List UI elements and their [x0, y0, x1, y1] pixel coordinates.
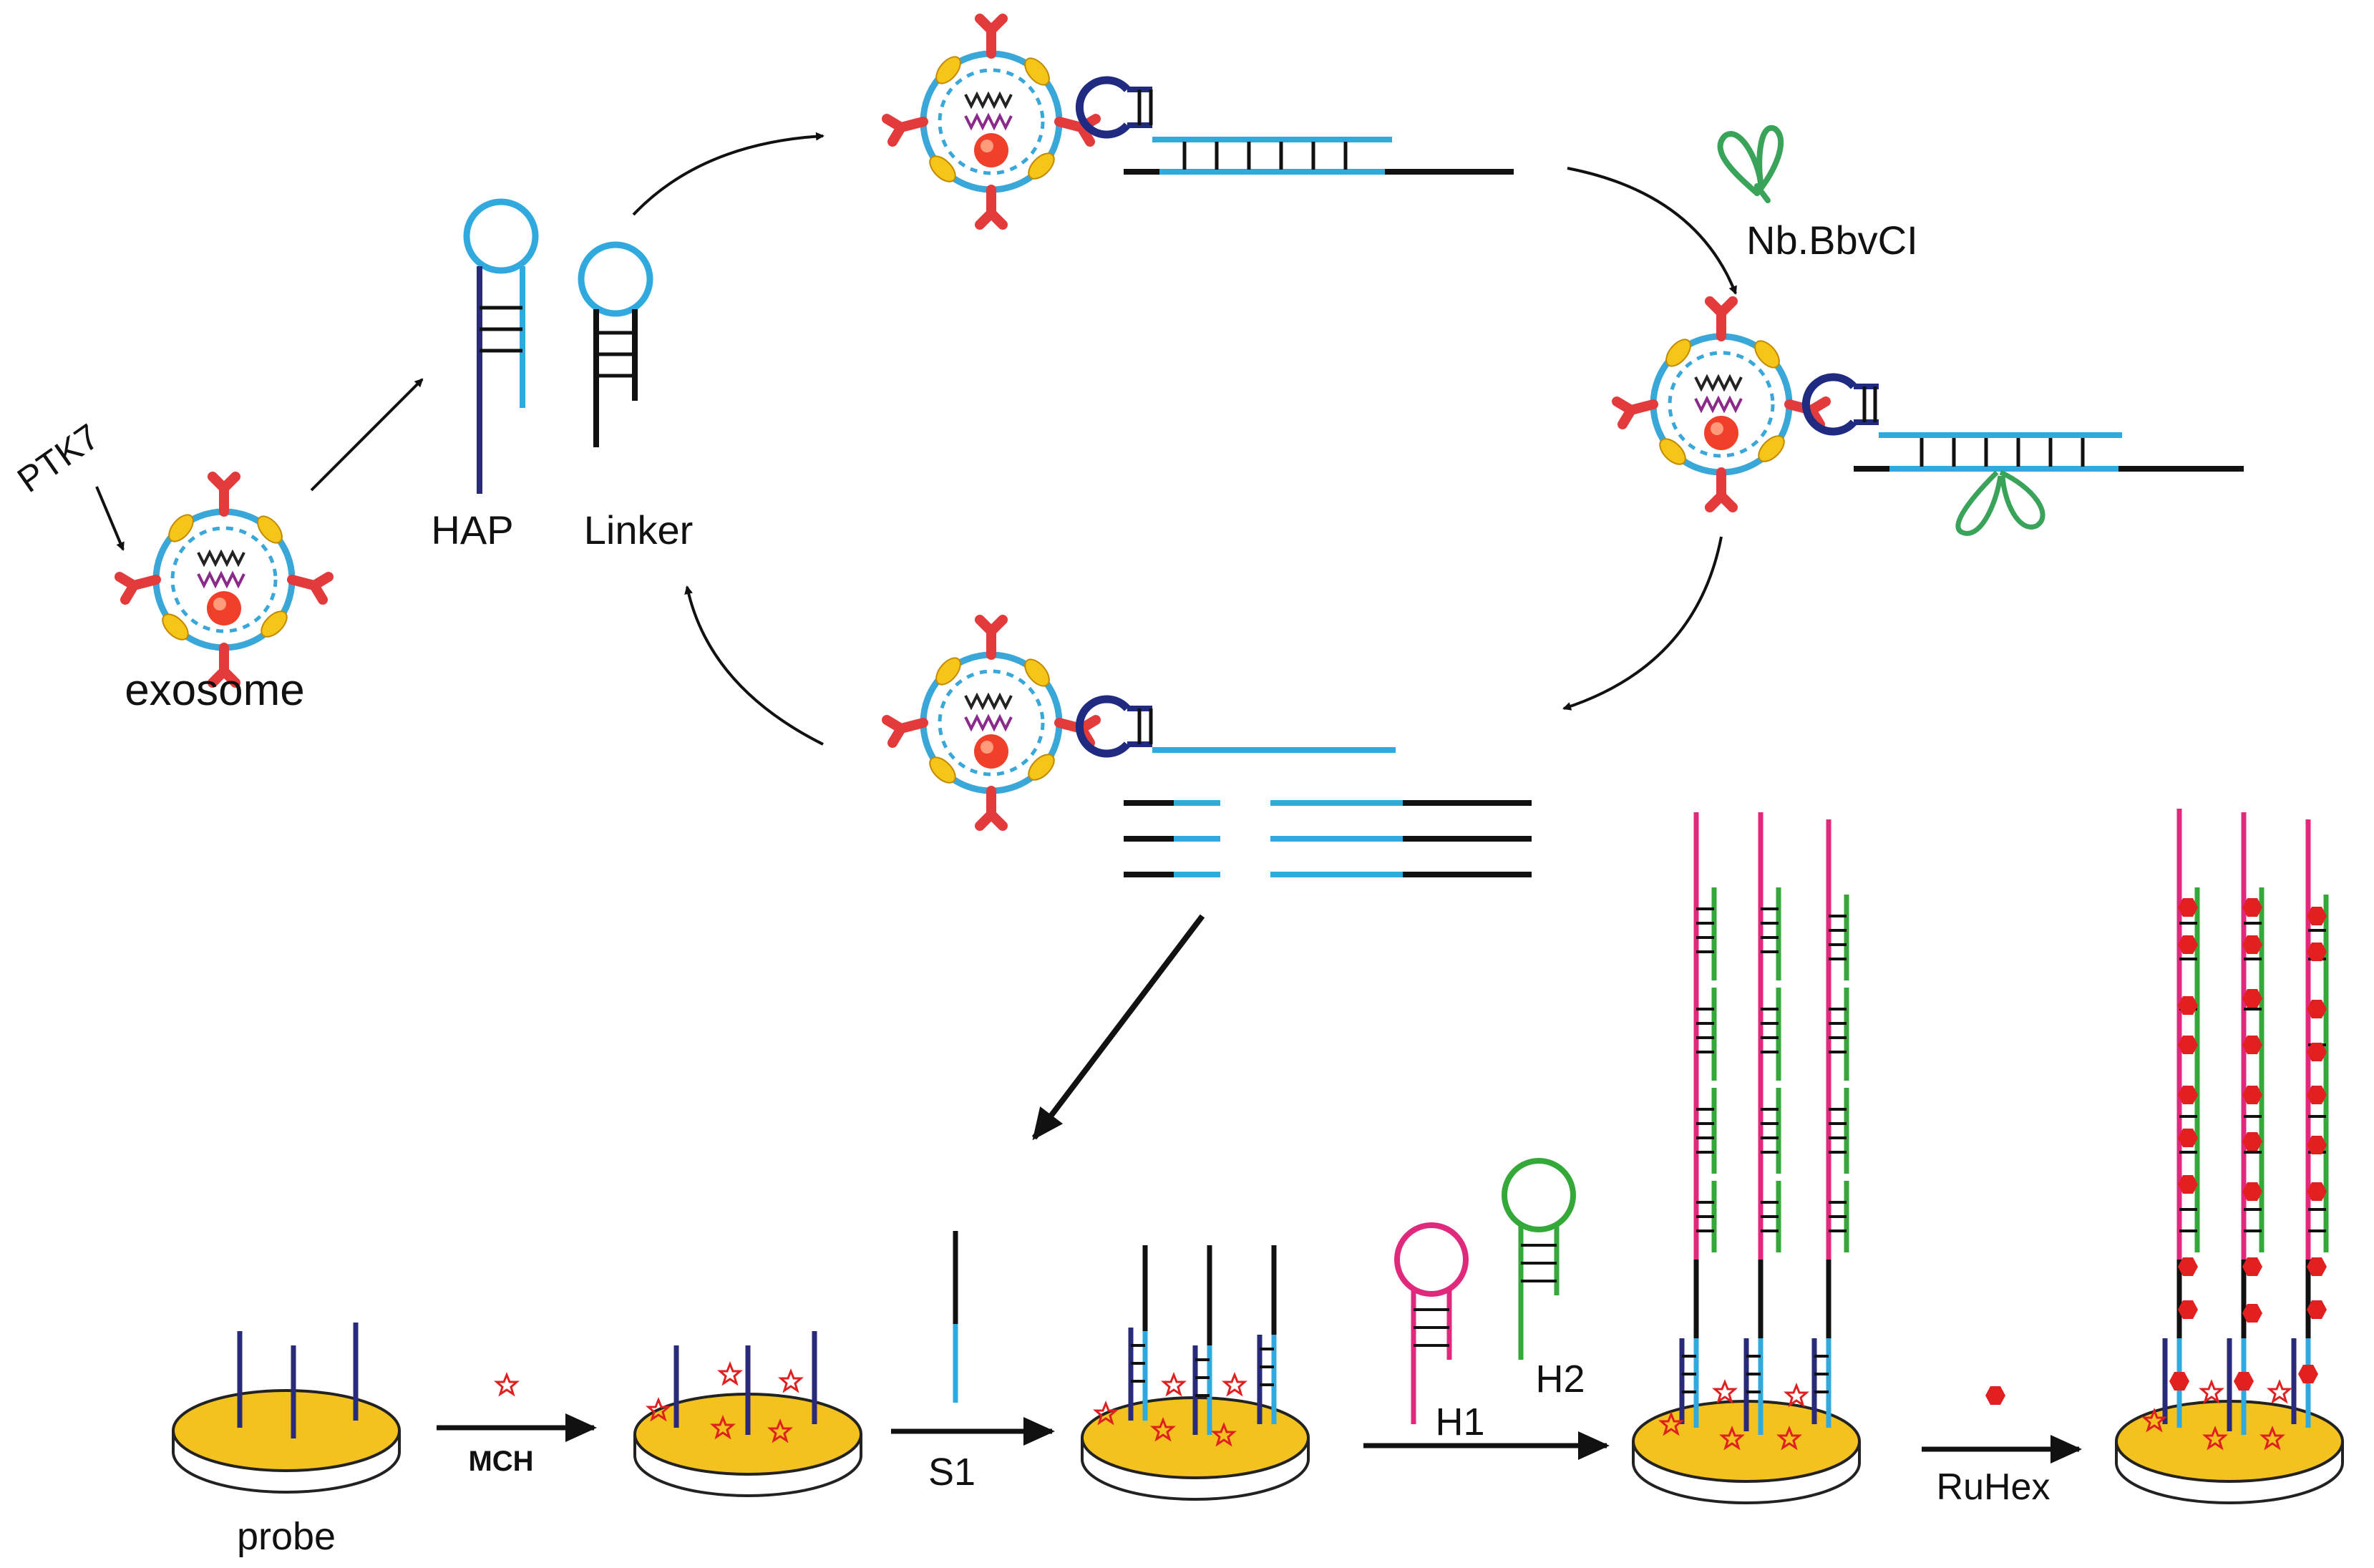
mch-label: MCH	[468, 1446, 533, 1477]
arrow-to-cleavage	[1567, 167, 1737, 295]
h2-hairpin-icon	[1502, 1158, 1576, 1360]
h1-label: H1	[1435, 1401, 1484, 1443]
ruhex-label: RuHex	[1937, 1466, 2051, 1508]
exosome-complex-top	[887, 19, 1514, 225]
probe-label: probe	[237, 1515, 336, 1558]
arrow-to-release	[1562, 536, 1723, 711]
h2-label: H2	[1535, 1358, 1585, 1401]
linker-label: Linker	[584, 507, 694, 552]
arrow-to-electrode	[1031, 914, 1205, 1141]
ruhex-markers	[2169, 898, 2327, 1391]
arrow-to-hap	[310, 378, 424, 492]
linker-hairpin-icon	[578, 241, 653, 447]
electrode-probe	[172, 1323, 401, 1494]
exosome-label: exosome	[125, 666, 305, 715]
arrow-recycle	[684, 585, 824, 746]
electrode-s1	[1081, 1245, 1310, 1501]
ruhex-hexagon-icon	[1985, 1386, 2005, 1405]
ptk7-arrow	[95, 486, 125, 551]
hap-hairpin-icon	[463, 198, 539, 494]
exosome-complex-cleavage	[1617, 301, 2244, 536]
arrow-to-complex	[632, 132, 824, 216]
ptk7-label: PTK7	[10, 416, 107, 500]
h1-hairpin-icon	[1394, 1222, 1469, 1424]
exosome-icon	[120, 477, 329, 683]
scissors-enzyme-icon	[1717, 125, 1784, 203]
hap-label: HAP	[431, 507, 513, 552]
enzyme-label: Nb.BbvCI	[1746, 218, 1918, 263]
exosome-complex-released	[887, 620, 1396, 826]
s1-label: S1	[928, 1451, 976, 1494]
electrode-hcr	[1632, 812, 1861, 1504]
mch-star-icon	[495, 1373, 518, 1396]
released-fragments	[1124, 800, 1532, 877]
electrode-ruhex	[2115, 809, 2344, 1504]
electrode-mch	[633, 1331, 862, 1497]
